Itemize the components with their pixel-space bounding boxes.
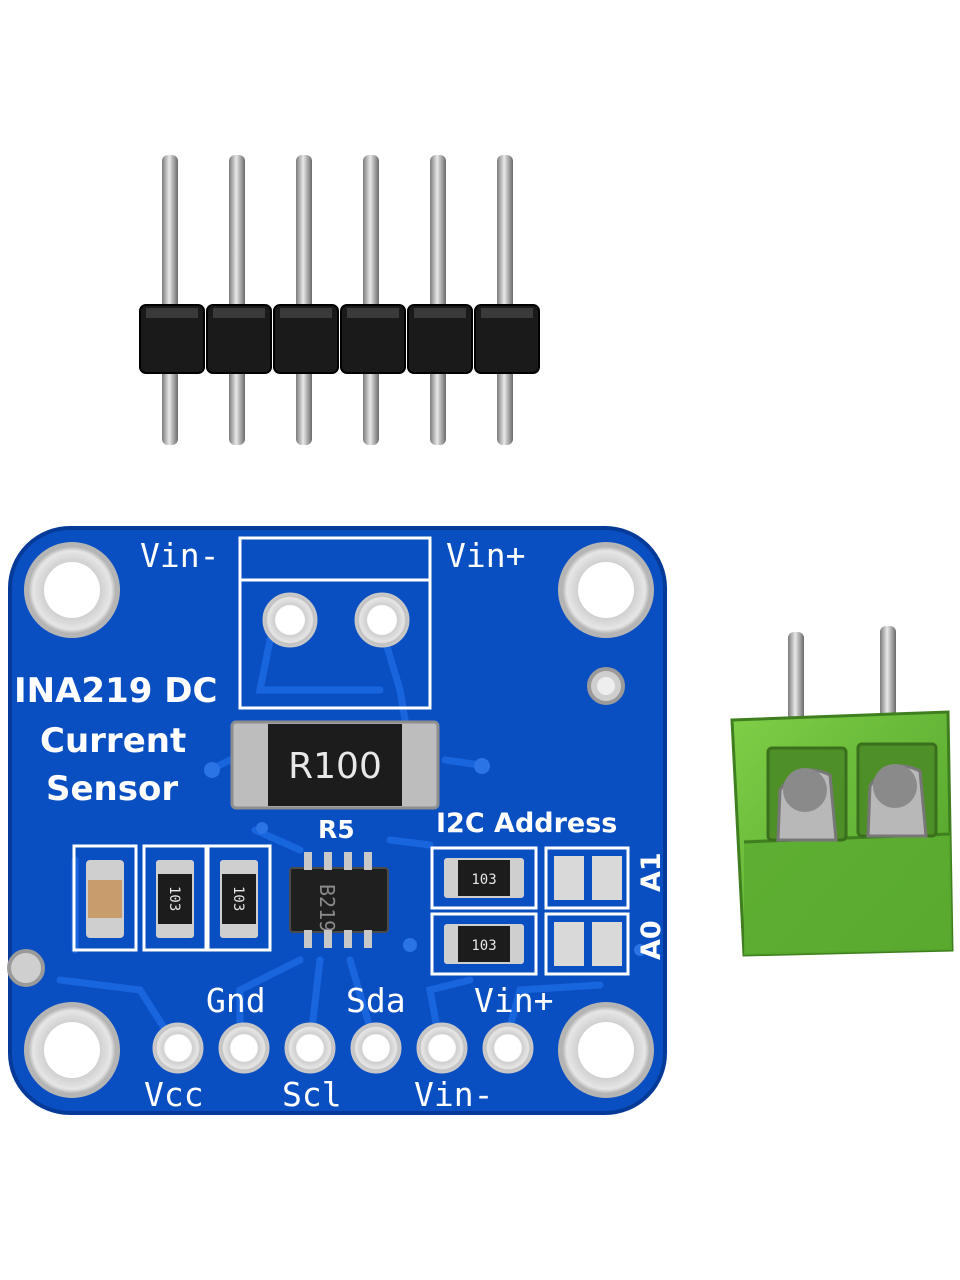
header-pin — [497, 155, 513, 445]
board-title-line2: Current — [40, 721, 186, 761]
header-plastic-segment — [139, 304, 205, 374]
header-pin — [296, 155, 312, 445]
label-a1: A1 — [636, 852, 667, 892]
label-scl: Scl — [282, 1075, 342, 1114]
label-i2c-address: I2C Address — [436, 808, 617, 839]
screw-terminal-block — [730, 626, 954, 957]
smd-label-3: 103 — [166, 886, 182, 911]
shunt-resistor: R100 — [230, 720, 440, 810]
smd-label-2: 103 — [471, 938, 496, 954]
header-pin — [229, 155, 245, 445]
header-plastic-segment — [474, 304, 540, 374]
header-pin — [430, 155, 446, 445]
label-gnd: Gnd — [206, 981, 266, 1020]
address-resistor-a1: 103 — [430, 846, 538, 910]
board-title-line1: INA219 DC — [14, 671, 217, 711]
label-r5: R5 — [318, 815, 355, 844]
label-vin-plus-bottom: Vin+ — [474, 981, 553, 1020]
address-resistor-a0: 103 — [430, 912, 538, 976]
smd-components-left: 103 103 — [72, 844, 272, 952]
label-sda: Sda — [346, 981, 406, 1020]
resistor-marking: R100 — [288, 746, 382, 787]
header-plastic-segment — [273, 304, 339, 374]
ina219-chip: B219 — [289, 852, 389, 948]
header-plastic-segment — [340, 304, 406, 374]
label-vcc: Vcc — [144, 1075, 204, 1114]
header-pin — [363, 155, 379, 445]
label-a0: A0 — [636, 920, 667, 960]
smd-label-4: 103 — [230, 886, 246, 911]
smd-label-1: 103 — [471, 872, 496, 888]
label-vin-minus-top: Vin- — [140, 536, 219, 575]
mounting-holes — [24, 542, 654, 1098]
header-plastic-segment — [407, 304, 473, 374]
label-vin-plus-top: Vin+ — [446, 536, 525, 575]
header-pin — [162, 155, 178, 445]
header-plastic-segment — [206, 304, 272, 374]
label-vin-minus-bottom: Vin- — [414, 1075, 493, 1114]
pin-header — [139, 155, 540, 445]
board-title-line3: Sensor — [46, 769, 178, 809]
address-jumper-pads — [544, 846, 630, 976]
ic-marking: B219 — [315, 884, 339, 932]
header-pads — [152, 1022, 534, 1074]
ina219-board: Vin- Vin+ INA219 DC Current Sensor R100 … — [7, 526, 667, 1115]
